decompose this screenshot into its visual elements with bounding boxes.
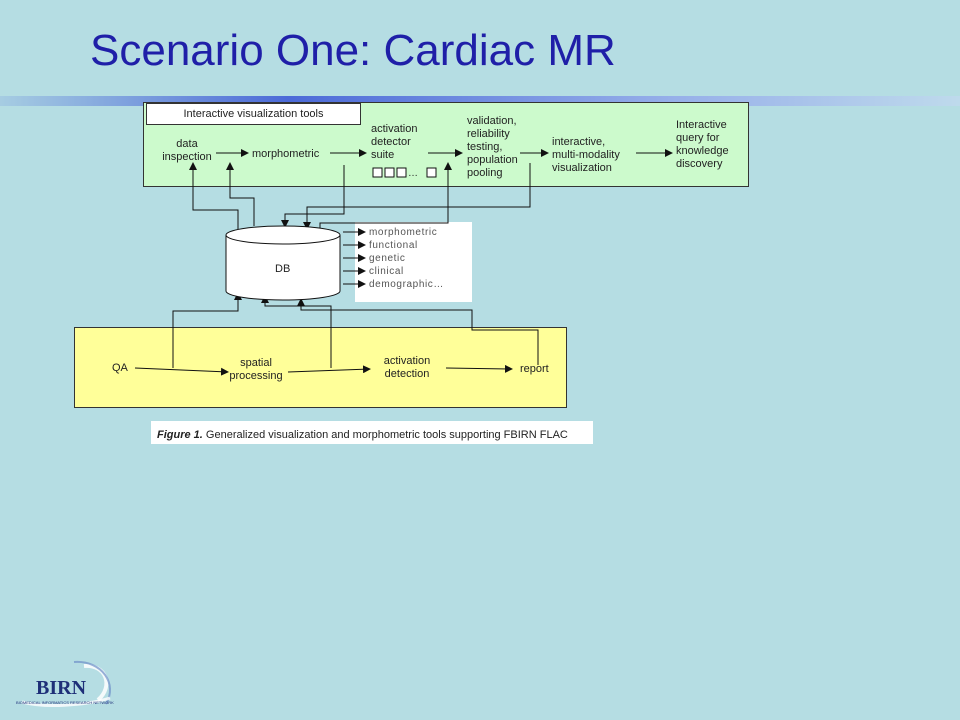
detector-box [384,167,395,178]
svg-text:BIOMEDICAL INFORMATICS RESEARC: BIOMEDICAL INFORMATICS RESEARCH NETWORK [16,700,114,705]
db-to-inspection-arrow [189,162,239,231]
birn-logo: BIRN BIOMEDICAL INFORMATICS RESEARCH NET… [16,660,114,707]
caption-label: Figure 1. [157,429,203,441]
node-text: pooling [467,167,503,179]
db-to-morphometric-arrow [226,162,255,226]
node-text: multi-modality [552,149,620,161]
node-text: knowledge [676,145,729,157]
detector-box [372,167,383,178]
node-text: suite [371,149,395,161]
node-interactive-visualization: interactive, multi-modality visualizatio… [552,136,620,175]
visualization-to-db-arrow [303,163,531,230]
node-query-discovery: Interactive query for knowledge discover… [676,119,729,171]
detector-box [396,167,407,178]
node-text: inspection [162,151,212,163]
node-text: population [467,154,518,166]
node-text: detector [371,136,411,148]
caption-box [151,421,593,444]
data-type-demographic: demographic… [369,279,445,290]
node-data-inspection: data inspection [156,138,218,164]
node-morphometric: morphometric [252,148,320,160]
node-text: data [176,138,198,150]
node-validation: validation, reliability testing, populat… [467,115,518,180]
report-to-db-arrow [297,298,539,365]
node-text: testing, [467,141,503,153]
data-type-morphometric: morphometric [369,227,438,238]
node-report: report [520,363,549,375]
title-divider [0,96,960,106]
data-type-clinical: clinical [369,266,404,277]
svg-text:BIRN: BIRN [36,677,87,699]
db-data-types-panel [355,222,472,302]
node-activation-detector-suite: activation detector suite [371,123,417,162]
data-type-genetic: genetic [369,253,406,264]
node-spatial-processing: spatial processing [224,357,288,383]
node-text: activation [371,123,418,135]
node-text: discovery [676,158,723,170]
flow-arrow-activation-report [445,364,513,373]
node-qa: QA [112,362,128,374]
activation-to-db-arrow [261,295,332,368]
node-text: processing [229,370,283,382]
node-text: reliability [467,128,510,140]
detector-ellipsis: … [408,168,418,179]
caption-text: Generalized visualization and morphometr… [205,429,568,441]
node-text: interactive, [552,136,606,148]
node-text: spatial [240,357,272,369]
flow-arrow-qa-spatial [134,367,229,376]
suite-to-db-arrow [281,165,345,228]
node-text: validation, [467,115,517,127]
node-text: visualization [552,162,612,174]
db-label: DB [275,263,291,275]
flow-arrow-spatial-activation [287,365,371,374]
figure-caption: Figure 1. Generalized visualization and … [157,429,597,441]
slide-title: Scenario One: Cardiac MR [90,26,616,75]
node-text: activation [383,355,431,367]
visualization-tools-tab: Interactive visualization tools [146,103,361,125]
db-cylinder [225,225,341,301]
detector-box [426,167,437,178]
node-activation-detection: activation detection [374,355,440,381]
node-text: Interactive [676,119,727,131]
node-text: query for [676,132,720,144]
qa-to-db-arrow [172,292,242,368]
data-type-functional: functional [369,240,418,251]
processing-pipeline-panel [74,327,567,408]
node-text: detection [384,368,430,380]
